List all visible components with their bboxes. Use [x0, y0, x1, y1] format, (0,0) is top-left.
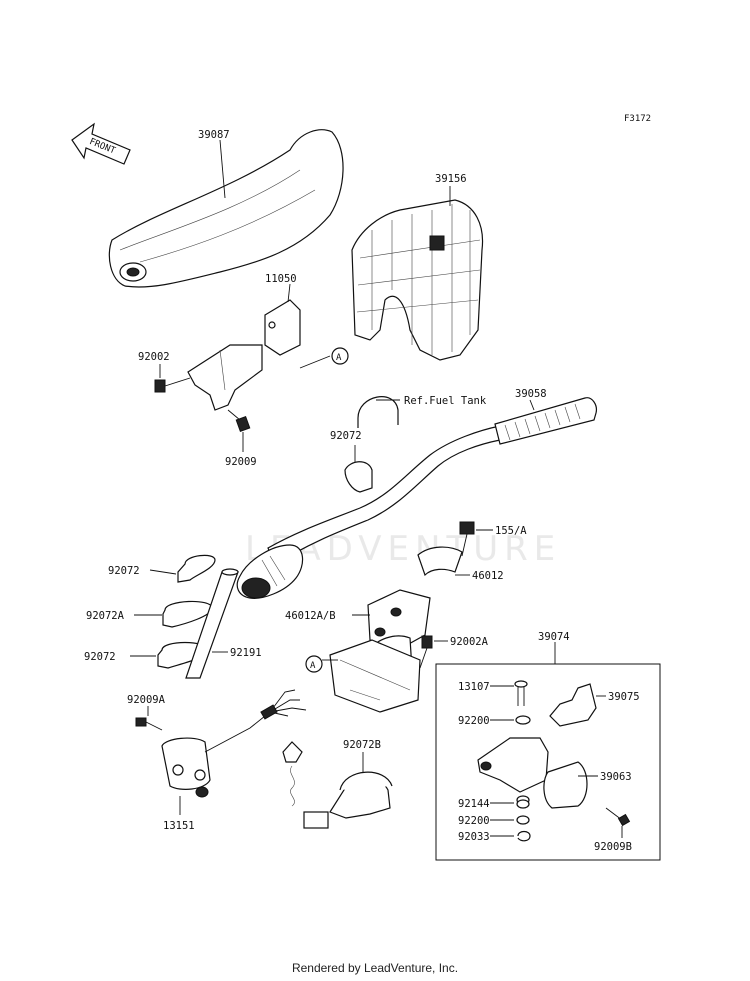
ref-callout-a-upper-label: A — [336, 353, 342, 363]
label-92033: 92033 — [458, 831, 490, 843]
part-92191-hose — [185, 568, 239, 679]
part-92072b-lanyard-clamp — [282, 741, 393, 829]
label-39075: 39075 — [608, 691, 640, 703]
part-39087-cover — [108, 129, 344, 288]
part-92200-washer-b — [516, 815, 530, 825]
label-92009: 92009 — [225, 456, 257, 468]
part-92009a-bolt — [135, 717, 163, 731]
label-92072b: 92072B — [343, 739, 381, 751]
figure-code: F3172 — [624, 114, 651, 124]
label-92009a: 92009A — [127, 694, 166, 706]
part-92033-circlip — [517, 830, 531, 842]
part-39156-cover — [351, 199, 484, 361]
part-92144-spring — [516, 795, 530, 809]
kit-39074-box — [435, 663, 661, 861]
label-39063: 39063 — [600, 771, 632, 783]
label-39156: 39156 — [435, 173, 467, 185]
label-92200-b: 92200 — [458, 815, 490, 827]
ref-callout-a-lower — [305, 655, 323, 673]
ref-callout-a-upper — [331, 347, 349, 365]
label-92200-a: 92200 — [458, 715, 490, 727]
part-155a-bolt — [459, 521, 475, 557]
part-11050-bracket — [187, 299, 301, 411]
part-92002-bolt — [154, 377, 191, 393]
part-39063-knob — [543, 761, 588, 809]
label-92009b: 92009B — [594, 841, 632, 853]
part-fuel-tank-strap — [357, 396, 399, 428]
label-13151: 13151 — [163, 820, 195, 832]
label-92072-b: 92072 — [84, 651, 116, 663]
label-39087: 39087 — [198, 129, 230, 141]
label-46012ab: 46012A/B — [285, 610, 336, 622]
label-92191: 92191 — [230, 647, 262, 659]
label-155a: 155/A — [495, 525, 527, 537]
label-11050: 11050 — [265, 273, 297, 285]
part-92072-top-clamp — [344, 461, 373, 493]
label-92002a: 92002A — [450, 636, 489, 648]
part-92009-bolt — [227, 409, 251, 432]
label-92002: 92002 — [138, 351, 170, 363]
label-46012: 46012 — [472, 570, 504, 582]
part-92072-clamp-a — [177, 554, 216, 583]
label-92144: 92144 — [458, 798, 490, 810]
part-13151-switch — [161, 689, 307, 798]
part-46012ab-riser — [329, 589, 431, 713]
label-92072-top: 92072 — [330, 430, 362, 442]
front-arrow-icon: FRONT — [71, 122, 131, 165]
part-39075-lever — [549, 683, 597, 727]
label-92072-a: 92072 — [108, 565, 140, 577]
part-92002a-bolt — [419, 635, 433, 669]
label-13107: 13107 — [458, 681, 490, 693]
part-92009b-screw — [605, 807, 631, 827]
ref-callout-a-lower-label: A — [310, 661, 316, 671]
part-92200-washer-a — [515, 715, 531, 725]
footer-credit: Rendered by LeadVenture, Inc. — [291, 961, 459, 975]
label-ref-fuel-tank: Ref.Fuel Tank — [404, 395, 487, 407]
label-39074: 39074 — [538, 631, 570, 643]
part-13107-pin — [514, 680, 528, 706]
part-46012-clamp — [417, 546, 463, 577]
part-39058-handlebar — [236, 397, 597, 599]
label-39058: 39058 — [515, 388, 547, 400]
label-92072a: 92072A — [86, 610, 125, 622]
